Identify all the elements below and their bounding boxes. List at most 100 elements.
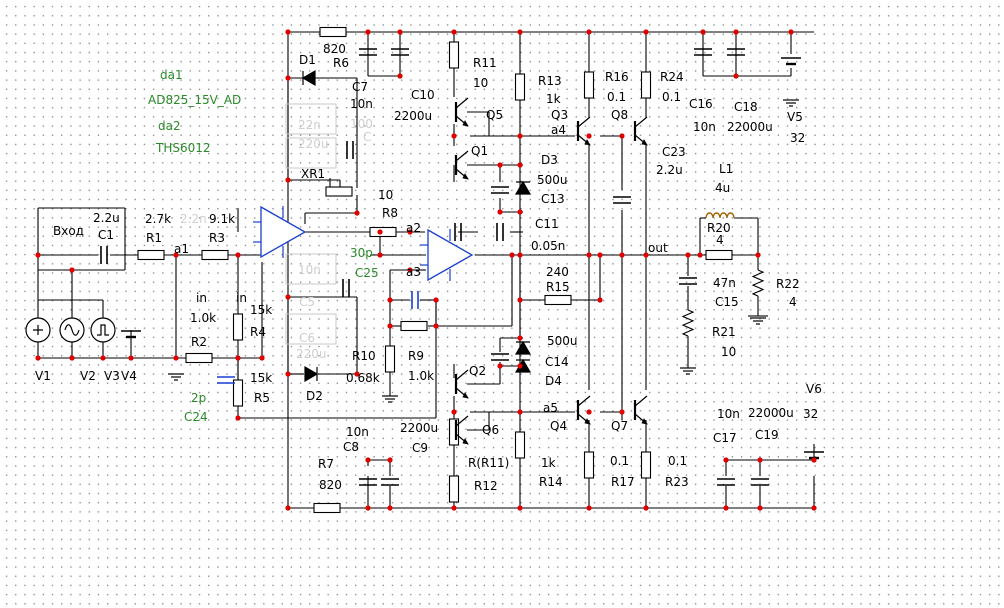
junction-26: [235, 252, 241, 258]
resistor-r22-zigzag: [751, 269, 765, 297]
transistor-q5-collector: [455, 97, 469, 109]
label-r21-value: 10: [721, 345, 736, 359]
label-r14-value: 1k: [541, 456, 556, 470]
label-r20: R20: [707, 221, 731, 235]
capacitor-c7: [359, 48, 377, 56]
label-v1: V1: [35, 369, 51, 383]
resistor-r17: [583, 451, 595, 479]
resistor-r16-body: [583, 71, 595, 99]
transistor-q3-arrow: [584, 139, 591, 146]
resistor-r3-body: [201, 249, 229, 261]
junction-48: [697, 252, 703, 258]
resistor-r14-body: [514, 431, 526, 459]
label-r17-value: 0.1: [610, 454, 629, 468]
label-a1: a1: [174, 242, 189, 256]
junctions-layer: [35, 29, 817, 511]
label-xr1-value: 10: [378, 188, 393, 202]
label-c19-value: 22000u: [748, 406, 794, 420]
label-r9: R9: [408, 349, 424, 363]
junction-73: [811, 505, 817, 511]
label-c14: C14: [545, 355, 569, 369]
label-out: out: [648, 241, 668, 255]
label-r11: R11: [473, 56, 497, 70]
label-a5: a5: [543, 401, 558, 415]
junction-7: [700, 29, 706, 35]
junction-30: [35, 355, 41, 361]
resistor-r2: [185, 352, 213, 364]
junction-69: [586, 505, 592, 511]
transistor-q3-collector: [577, 116, 591, 128]
capacitor-c11-left: [454, 223, 462, 241]
junction-49: [755, 252, 761, 258]
diode-d3-symbol: [514, 180, 532, 195]
label-c16: C16: [689, 97, 713, 111]
label-c24: C24: [184, 410, 208, 424]
junction-11: [733, 73, 739, 79]
junction-53: [497, 363, 503, 369]
resistor-r6-body: [319, 26, 347, 38]
faded-capacitor-frame-0: [285, 103, 337, 135]
junction-78: [811, 457, 817, 463]
diode-d3: [514, 180, 532, 195]
junction-20: [285, 75, 291, 81]
capacitor-c10: [391, 48, 409, 56]
resistor-r14: [514, 431, 526, 459]
junction-27: [128, 355, 134, 361]
label-d4: D4: [545, 374, 562, 388]
junction-63: [259, 355, 265, 361]
ground-input: [168, 373, 184, 381]
junction-70: [643, 505, 649, 511]
junction-16: [517, 162, 523, 168]
junction-50: [517, 297, 523, 303]
junction-5: [586, 29, 592, 35]
label-r22: R22: [776, 277, 800, 291]
resistor-r12-body: [448, 475, 460, 503]
resistor-r13-body: [514, 73, 526, 101]
resistor-r21: [681, 309, 695, 337]
source-v2-glyph: [64, 324, 80, 336]
resistor-r20-body: [705, 249, 733, 261]
junction-71: [723, 505, 729, 511]
potentiometer-xr1: [325, 178, 353, 197]
label-v2: V2: [80, 369, 96, 383]
label-r10-value: 0.68k: [346, 371, 380, 385]
diode-d2: [304, 365, 319, 383]
junction-39: [433, 297, 439, 303]
label-r17: R17: [611, 475, 635, 489]
label-c13: C13: [541, 192, 565, 206]
junction-35: [377, 252, 383, 258]
faded-label-c6: C6: [299, 331, 315, 345]
label-c10: C10: [411, 88, 435, 102]
label-q4: Q4: [550, 419, 567, 433]
inductor-l1-coil: [705, 212, 735, 219]
transistor-q8-arrow: [641, 139, 648, 146]
resistor-r11: [448, 41, 460, 69]
transistor-q3: [576, 116, 591, 146]
junction-10: [397, 73, 403, 79]
resistor-r13: [514, 73, 526, 101]
label-da1-model: AD825_15V_AD: [148, 93, 241, 107]
resistor-r22: [751, 269, 765, 297]
label-r7-value: 820: [319, 478, 342, 492]
label-c1-value: 2.2u: [93, 211, 120, 225]
labels-layer: da1 AD825_15V_AD da2 THS6012 R6 820 D1 C…: [35, 42, 822, 493]
transistor-q7-collector: [634, 395, 648, 407]
faded-label-c4-value: 22n: [298, 118, 321, 132]
label-c8-value: 10n: [346, 425, 369, 439]
junction-58: [619, 409, 625, 415]
junction-17: [497, 162, 503, 168]
junction-76: [723, 457, 729, 463]
label-l1: L1: [719, 162, 733, 176]
junction-4: [517, 29, 523, 35]
junction-14: [586, 133, 592, 139]
label-c17: C17: [713, 431, 737, 445]
resistor-r20: [705, 249, 733, 261]
label-r23: R23: [665, 475, 689, 489]
faded-label-c6-value: 220u: [296, 347, 327, 361]
junction-43: [586, 252, 592, 258]
transistor-q2: [454, 369, 469, 399]
resistor-r17-body: [583, 451, 595, 479]
label-q8: Q8: [611, 108, 628, 122]
junction-6: [643, 29, 649, 35]
